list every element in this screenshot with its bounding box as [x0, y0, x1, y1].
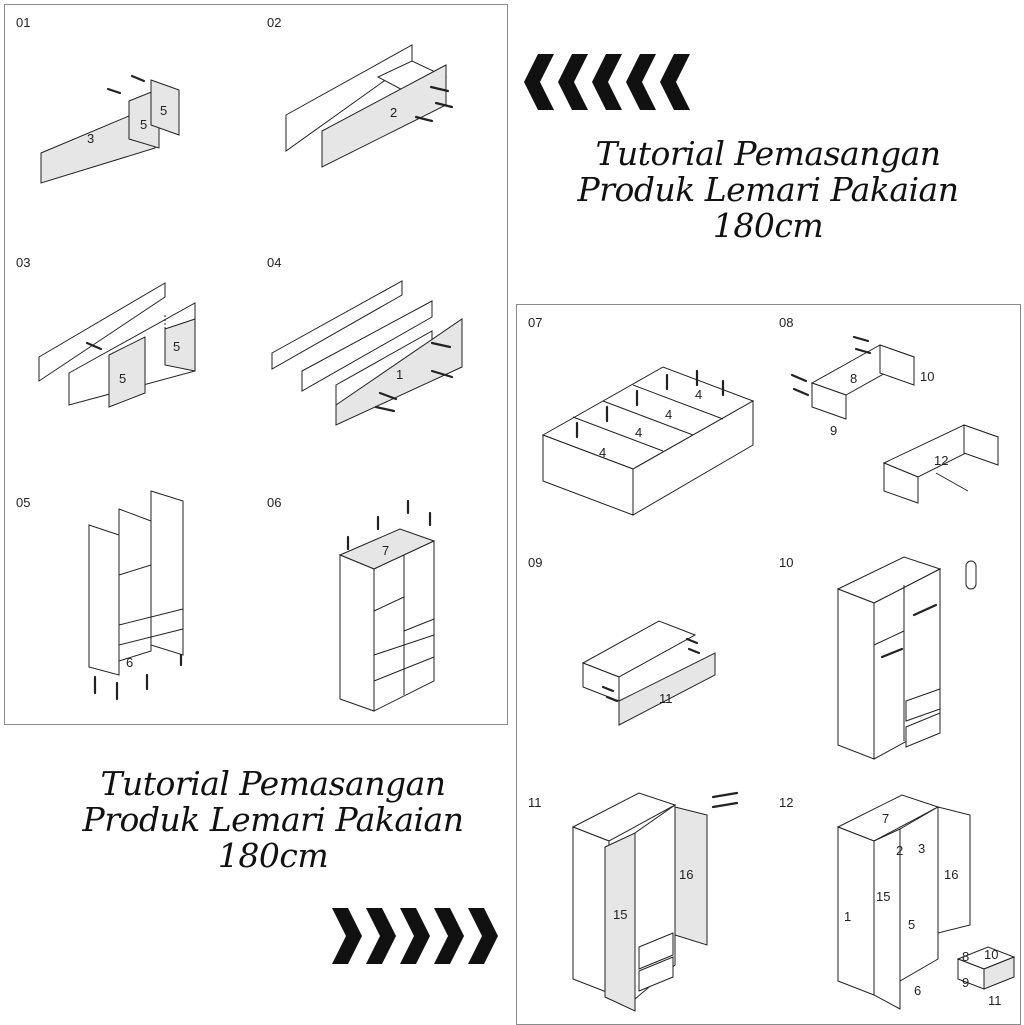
part-label: 5 [160, 103, 167, 118]
step-04-illustration: 1 [271, 280, 463, 426]
part-label: 5 [140, 117, 147, 132]
step-number: 12 [779, 795, 794, 810]
part-label: 7 [382, 543, 389, 558]
part-label: 4 [599, 445, 606, 460]
part-label: 9 [962, 975, 969, 990]
part-label: 11 [988, 993, 1002, 1008]
step-12-illustration: 7 2 3 16 15 1 5 8 10 9 11 6 [836, 794, 1016, 1010]
step-number: 01 [16, 15, 31, 30]
step-number: 04 [267, 255, 282, 270]
title-line: Tutorial Pemasangan [100, 764, 446, 803]
step-05-panel: 05 6 [5, 485, 257, 725]
part-label: 16 [679, 867, 693, 882]
step-number: 08 [779, 315, 794, 330]
title-line: Tutorial Pemasangan [595, 134, 941, 173]
title-bottom: Tutorial Pemasangan Produk Lemari Pakaia… [40, 766, 506, 874]
part-label: 6 [914, 983, 921, 998]
step-02-illustration: 2 [285, 44, 454, 168]
step-12-panel: 12 7 2 3 16 15 1 5 8 10 9 11 6 [768, 785, 1021, 1025]
step-number: 10 [779, 555, 794, 570]
step-10-illustration [836, 556, 977, 760]
part-label: 10 [920, 369, 934, 384]
step-number: 06 [267, 495, 282, 510]
step-05-illustration: 6 [88, 490, 184, 701]
part-label: 15 [876, 889, 890, 904]
step-number: 05 [16, 495, 31, 510]
chevron-right-icon [332, 908, 498, 964]
title-line: 180cm [712, 206, 824, 245]
part-label: 5 [119, 371, 126, 386]
part-label: 4 [665, 407, 672, 422]
part-label: 3 [918, 841, 925, 856]
step-07-panel: 07 4 4 4 4 [517, 305, 769, 546]
part-label: 6 [126, 655, 133, 670]
step-07-illustration: 4 4 4 4 [541, 366, 755, 516]
chevron-left-icon [524, 54, 690, 110]
part-label: 11 [659, 691, 673, 706]
step-03-illustration: 5 5 [38, 282, 196, 408]
part-label: 7 [882, 811, 889, 826]
part-label: 10 [984, 947, 998, 962]
part-label: 1 [396, 367, 403, 382]
step-09-illustration: 11 [581, 620, 716, 726]
step-01-illustration: 3 5 5 [40, 74, 180, 184]
part-label: 5 [173, 339, 180, 354]
step-06-panel: 06 7 [256, 485, 508, 725]
part-label: 9 [830, 423, 837, 438]
step-09-panel: 09 11 [517, 545, 769, 786]
part-label: 8 [962, 949, 969, 964]
part-label: 2 [896, 843, 903, 858]
step-number: 09 [528, 555, 543, 570]
left-steps-grid: 01 3 5 5 02 2 03 [4, 4, 508, 725]
title-line: Produk Lemari Pakaian [82, 800, 465, 839]
part-label: 8 [850, 371, 857, 386]
step-02-panel: 02 2 [256, 5, 508, 246]
part-label: 3 [87, 131, 94, 146]
part-label: 15 [613, 907, 627, 922]
step-08-panel: 08 8 10 9 12 [768, 305, 1021, 546]
step-03-panel: 03 5 5 [5, 245, 257, 486]
title-top: Tutorial Pemasangan Produk Lemari Pakaia… [540, 136, 996, 244]
right-steps-grid: 07 4 4 4 4 08 [516, 304, 1021, 1025]
step-number: 11 [528, 795, 542, 810]
part-label: 12 [934, 453, 948, 468]
part-label: 2 [390, 105, 397, 120]
step-11-panel: 11 15 16 [517, 785, 769, 1025]
step-08-illustration: 8 10 9 12 [790, 335, 1000, 504]
part-label: 4 [695, 387, 702, 402]
step-04-panel: 04 1 [256, 245, 508, 486]
step-10-panel: 10 [768, 545, 1021, 786]
part-label: 5 [908, 917, 915, 932]
part-label: 1 [844, 909, 851, 924]
part-label: 16 [944, 867, 958, 882]
step-number: 03 [16, 255, 31, 270]
part-label: 4 [635, 425, 642, 440]
step-number: 02 [267, 15, 282, 30]
title-line: Produk Lemari Pakaian [577, 170, 960, 209]
title-line: 180cm [217, 836, 329, 875]
step-06-illustration: 7 [338, 499, 436, 712]
step-number: 07 [528, 315, 543, 330]
step-01-panel: 01 3 5 5 [5, 5, 257, 246]
step-11-illustration: 15 16 [571, 791, 739, 1012]
